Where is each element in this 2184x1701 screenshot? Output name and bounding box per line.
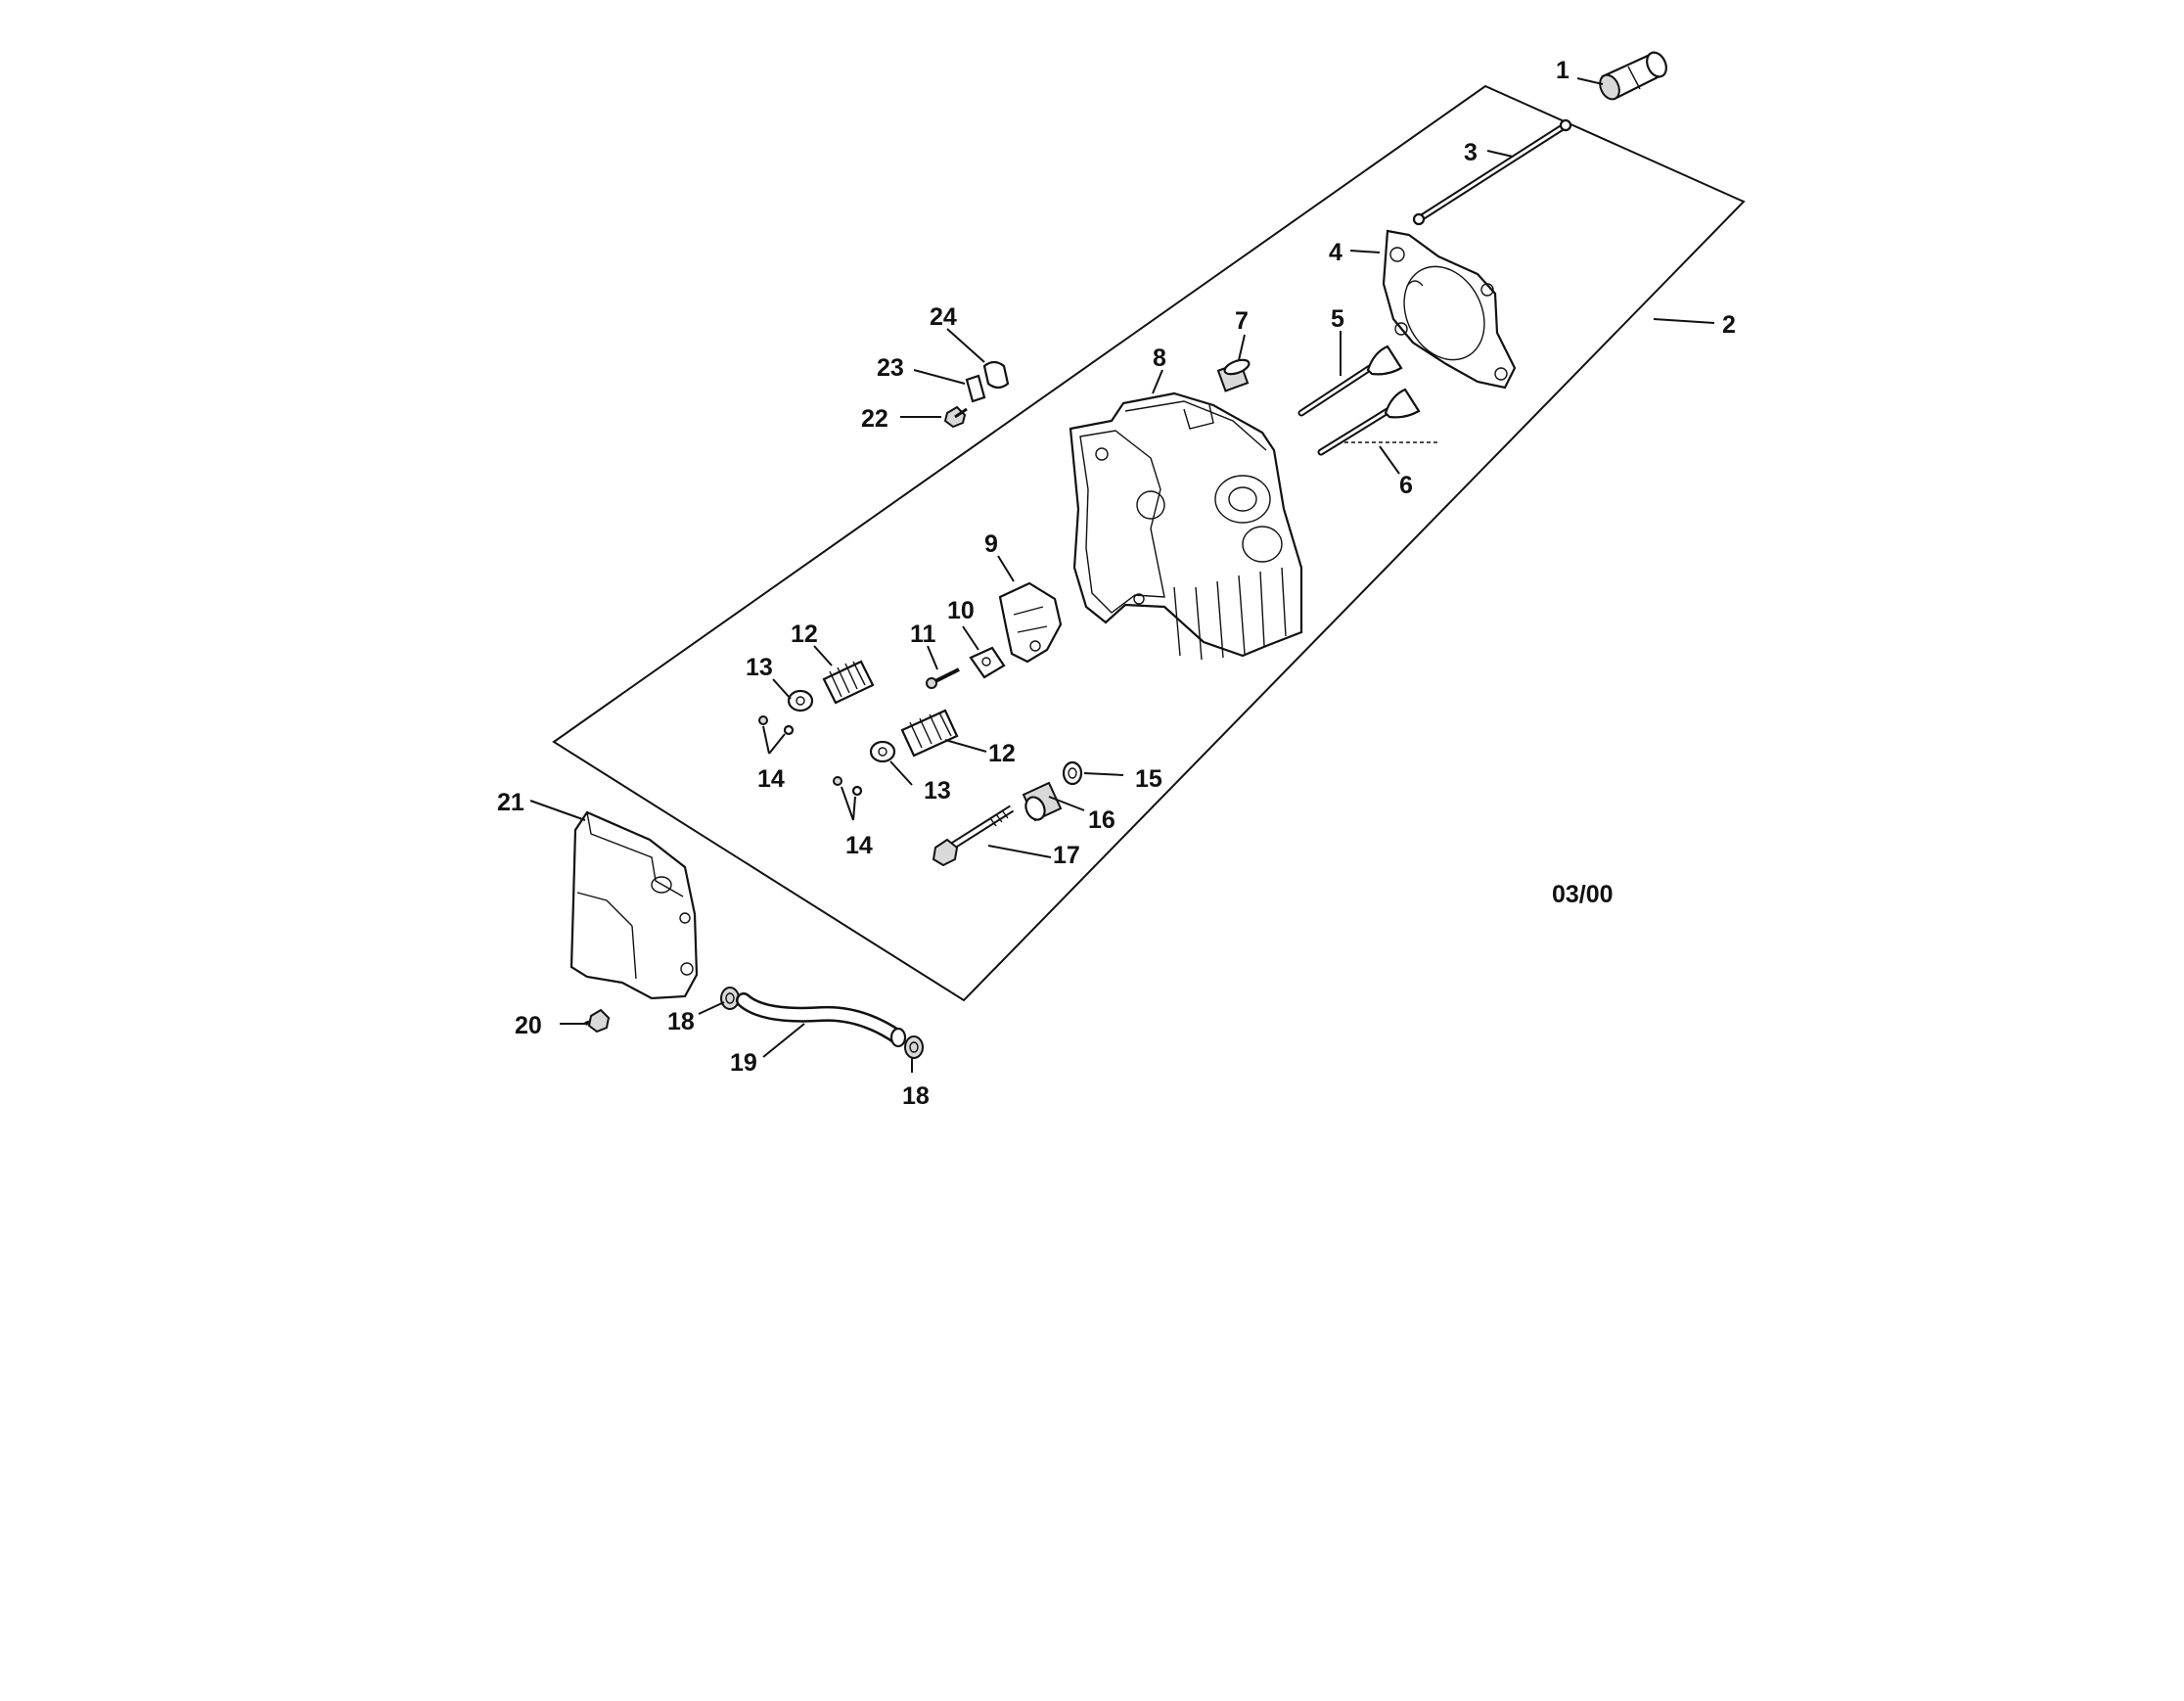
part-1-sleeve — [1599, 51, 1667, 101]
part-14-keepers-lower — [833, 776, 863, 797]
part-11-screw — [926, 667, 960, 689]
callout-8: 8 — [1153, 345, 1166, 372]
part-24-clip — [982, 360, 1010, 390]
callout-12b: 12 — [988, 740, 1016, 767]
part-14-keepers-upper — [758, 715, 795, 736]
callout-17: 17 — [1053, 842, 1080, 869]
part-12-spring-upper — [822, 660, 875, 705]
part-23-clip — [965, 374, 986, 403]
callout-2: 2 — [1722, 311, 1736, 339]
callout-16: 16 — [1088, 806, 1115, 834]
part-4-head-gasket — [1382, 229, 1517, 390]
callout-6: 6 — [1399, 472, 1413, 499]
callout-22: 22 — [861, 405, 888, 433]
part-13-retainer-lower — [869, 740, 896, 763]
callout-15: 15 — [1135, 765, 1162, 793]
part-19-breather-hose — [736, 992, 907, 1048]
part-6-valve — [1317, 388, 1438, 456]
callout-14a: 14 — [757, 765, 785, 793]
callout-21: 21 — [497, 789, 524, 816]
leader-lines — [529, 77, 1715, 1073]
callout-1: 1 — [1556, 57, 1570, 84]
callout-4: 4 — [1329, 239, 1342, 266]
callout-3: 3 — [1464, 139, 1478, 166]
callout-18b: 18 — [902, 1082, 930, 1110]
callout-20: 20 — [515, 1012, 542, 1039]
callout-12a: 12 — [791, 621, 818, 648]
part-10-stud — [969, 646, 1006, 679]
date-code: 03/00 — [1552, 881, 1614, 908]
callout-11: 11 — [910, 621, 936, 648]
callout-24: 24 — [930, 303, 957, 331]
callout-10: 10 — [947, 597, 975, 624]
callout-5: 5 — [1331, 305, 1344, 333]
part-20-screw — [584, 1008, 611, 1034]
part-9-rocker-bracket — [998, 581, 1063, 664]
callout-18a: 18 — [667, 1008, 695, 1035]
callout-9: 9 — [984, 530, 998, 558]
kit-boundary-outline — [552, 84, 1746, 1002]
part-3-push-rod — [1412, 118, 1572, 226]
part-15-washer — [1062, 760, 1083, 786]
part-17-bolt — [932, 805, 1015, 867]
callout-7: 7 — [1235, 307, 1249, 335]
part-12-spring-lower — [900, 709, 959, 758]
part-5-valve — [1297, 345, 1403, 417]
callout-13a: 13 — [746, 654, 773, 681]
callout-23: 23 — [877, 354, 904, 382]
part-16-spacer — [1022, 781, 1063, 822]
part-13-retainer-upper — [787, 689, 814, 713]
callout-14b: 14 — [845, 832, 873, 859]
part-7-guide — [1216, 358, 1251, 392]
part-8-cylinder-head — [1069, 391, 1303, 661]
callout-13b: 13 — [924, 777, 951, 805]
part-18-clamp-lower — [904, 1035, 924, 1059]
callouts: 1 2 3 4 5 6 7 8 9 10 11 12 12 13 13 14 1… — [497, 57, 1736, 1110]
callout-19: 19 — [730, 1049, 757, 1077]
part-22-screw — [943, 405, 968, 429]
part-21-valve-cover — [569, 810, 699, 1000]
